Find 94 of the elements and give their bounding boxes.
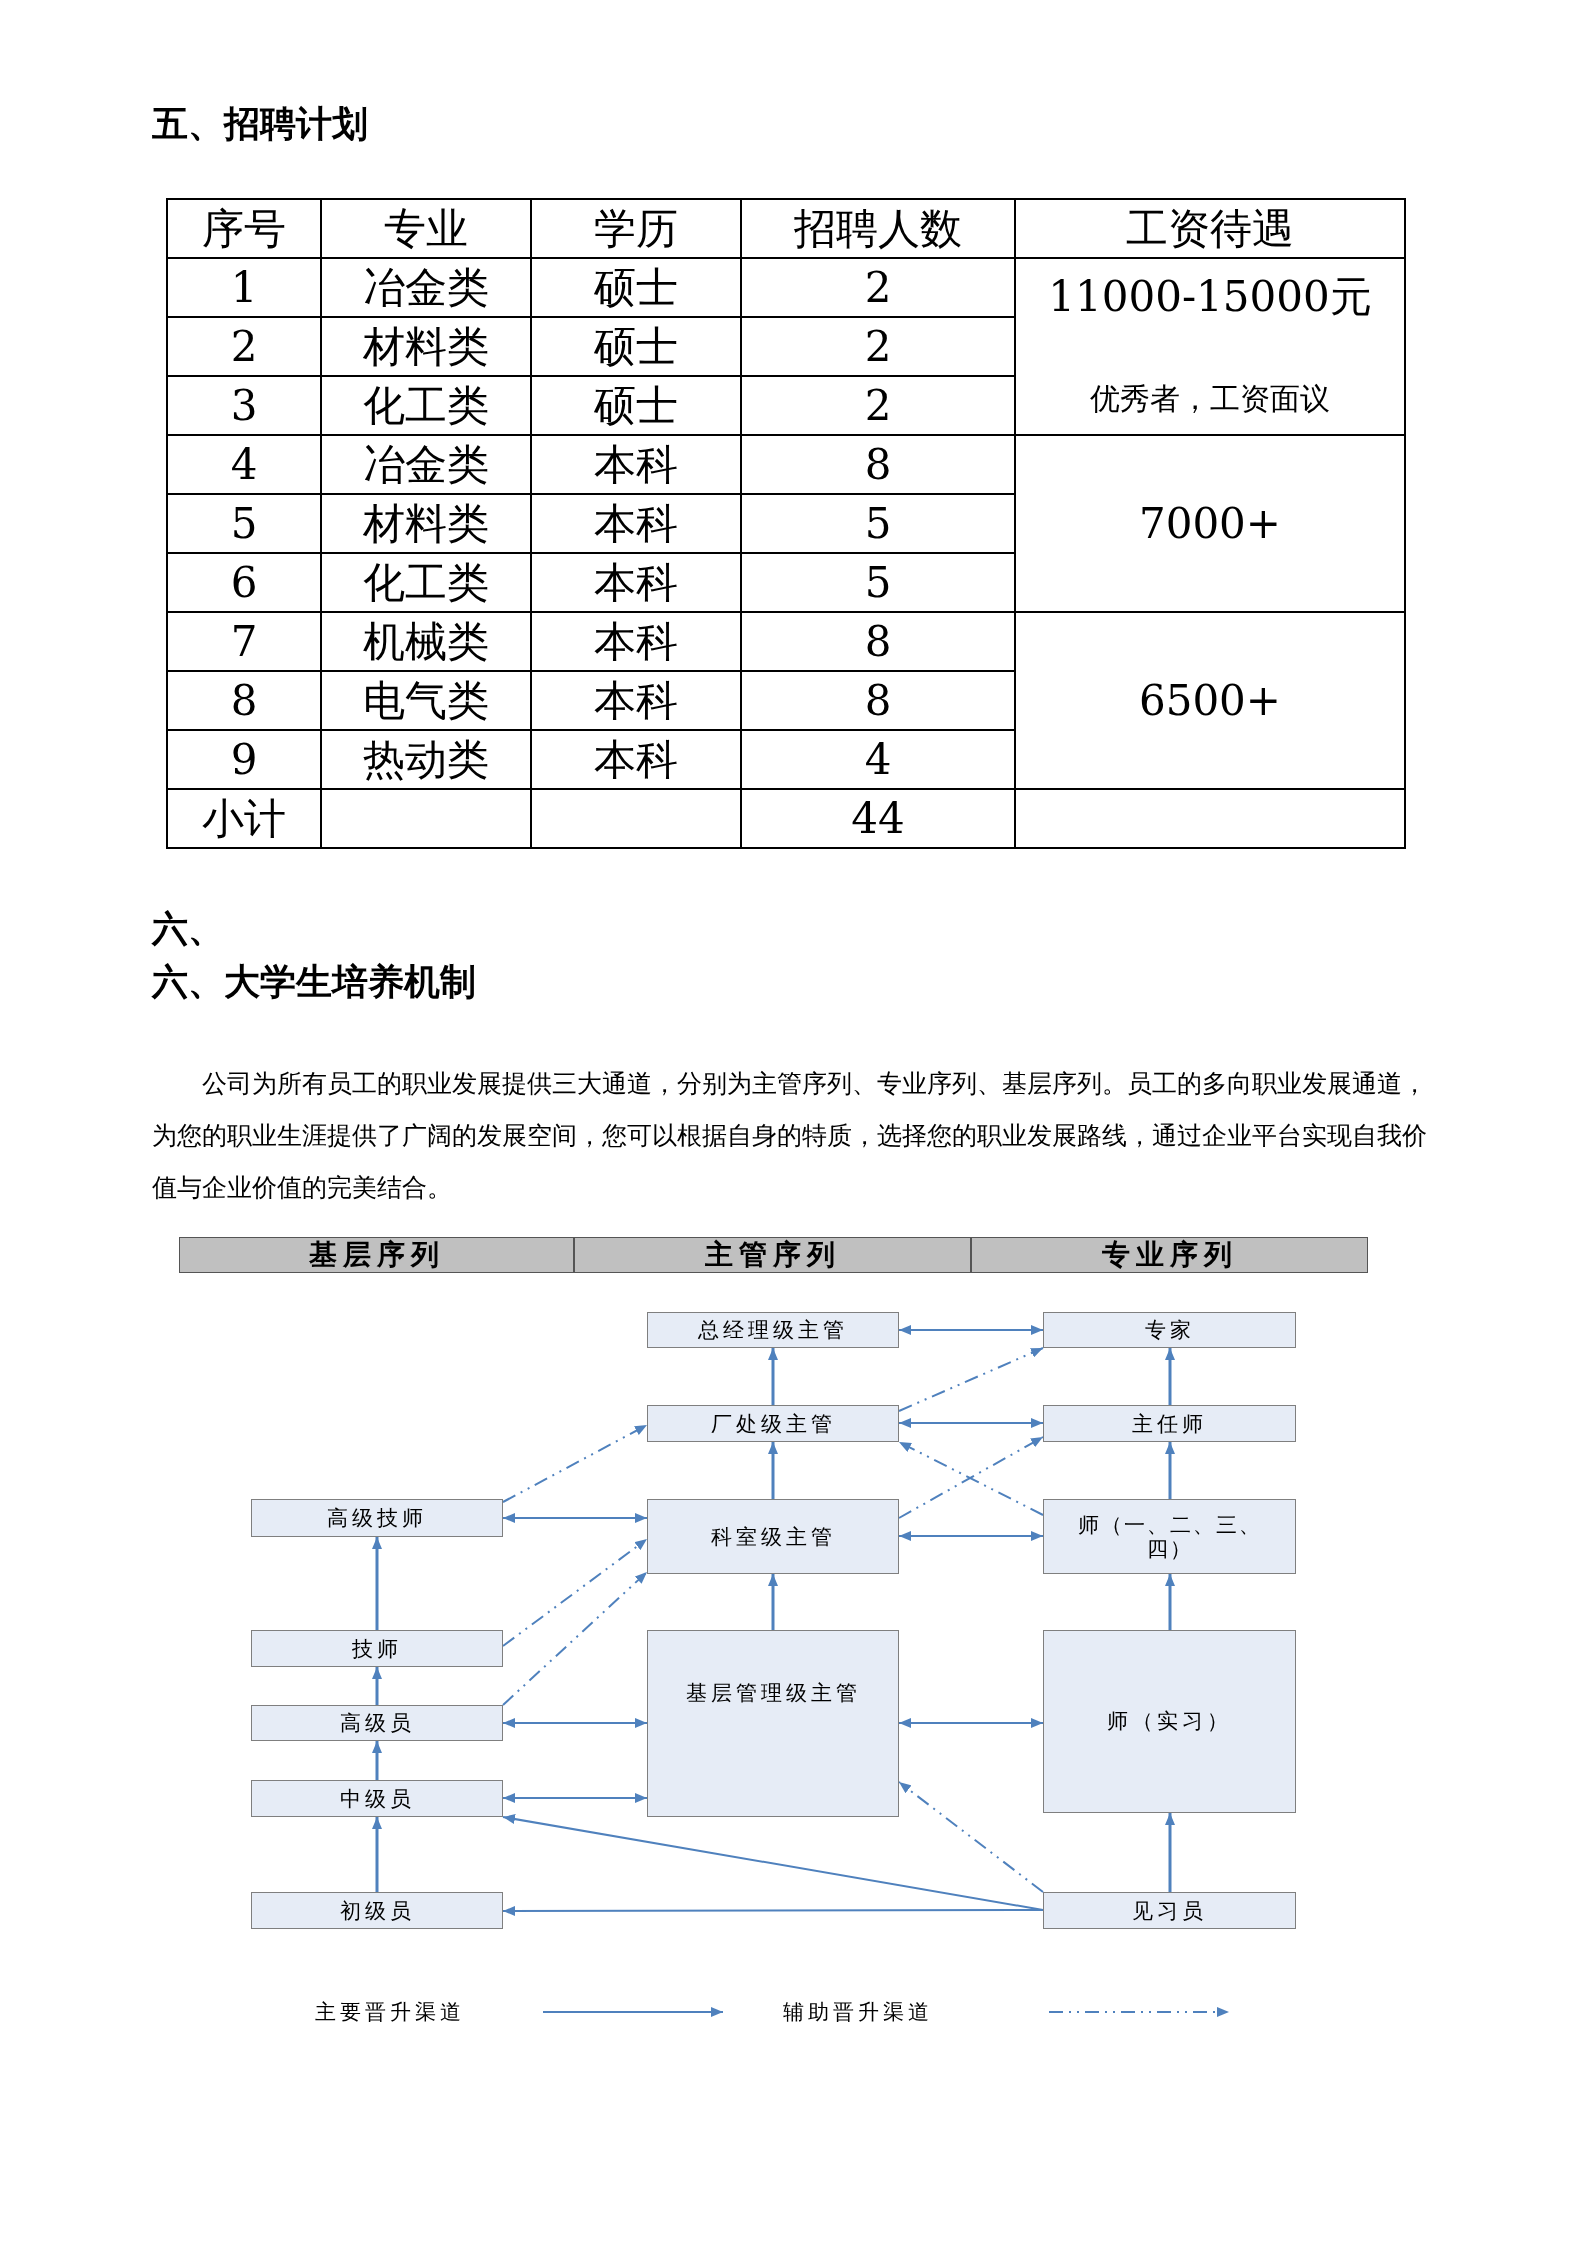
column-header: 序号: [202, 204, 286, 253]
double-arrow: [502, 1793, 648, 1803]
major-name: 电气类: [363, 676, 489, 725]
position-box: 专家: [1043, 1312, 1296, 1348]
serial-number: 2: [230, 322, 258, 371]
degree-name: 本科: [594, 617, 678, 666]
major-name: 冶金类: [363, 263, 489, 312]
position-box: 总经理级主管: [647, 1312, 899, 1348]
arrow: [768, 1348, 778, 1405]
degree-name: 本科: [594, 558, 678, 607]
column-header: 招聘人数: [794, 204, 962, 253]
headcount-number: 5: [864, 499, 892, 548]
arrow: [768, 1574, 778, 1630]
salary-text: 11000-15000元: [1047, 271, 1373, 323]
headcount-number: 2: [864, 263, 892, 312]
major-name: 化工类: [363, 381, 489, 430]
salary-text: 6500+: [1138, 676, 1282, 725]
serial-number: 6: [230, 558, 258, 607]
total-number: 44: [851, 794, 905, 843]
salary-text: 优秀者，工资面议: [1089, 380, 1331, 418]
serial-number: 4: [230, 440, 258, 489]
column-header: 工资待遇: [1126, 204, 1294, 253]
major-name: 冶金类: [363, 440, 489, 489]
position-box: 见习员: [1043, 1892, 1296, 1929]
position-box: 高级技师: [251, 1499, 503, 1537]
headcount-number: 2: [864, 322, 892, 371]
dashed-arrow: [502, 1538, 648, 1647]
arrow: [1165, 1574, 1175, 1630]
position-box: 基层管理级主管: [647, 1630, 899, 1817]
position-box: 高级员: [251, 1705, 503, 1741]
section-heading: 五、招聘计划: [152, 102, 368, 146]
position-box: 初级员: [251, 1892, 503, 1929]
double-arrow: [898, 1418, 1044, 1428]
column-header: 专业: [384, 204, 468, 253]
column-header: 学历: [594, 204, 678, 253]
position-box: 中级员: [251, 1780, 503, 1817]
degree-name: 硕士: [594, 263, 678, 312]
major-name: 化工类: [363, 558, 489, 607]
position-box: 师（一、二、三、四）: [1043, 1499, 1296, 1574]
degree-name: 本科: [594, 676, 678, 725]
arrow: [372, 1741, 382, 1780]
dashed-arrow: [898, 1347, 1044, 1412]
degree-name: 本科: [594, 440, 678, 489]
dashed-arrow: [898, 1781, 1044, 1893]
arrow: [1165, 1813, 1175, 1892]
degree-name: 硕士: [594, 322, 678, 371]
double-arrow: [502, 1718, 648, 1728]
position-box: 技师: [251, 1630, 503, 1667]
dashed-arrow: [502, 1571, 648, 1706]
serial-number: 7: [230, 617, 258, 666]
headcount-number: 2: [864, 381, 892, 430]
headcount-number: 8: [864, 676, 892, 725]
legend-label: 主要晋升渠道: [315, 1999, 465, 2026]
arrow: [372, 1667, 382, 1705]
serial-number: 8: [230, 676, 258, 725]
serial-number: 9: [230, 735, 258, 784]
arrow: [502, 1906, 1044, 1916]
serial-number: 1: [230, 263, 258, 312]
arrow: [768, 1442, 778, 1499]
headcount-number: 8: [864, 617, 892, 666]
major-name: 材料类: [363, 499, 489, 548]
position-box: 厂处级主管: [647, 1405, 899, 1442]
double-arrow: [898, 1718, 1044, 1728]
degree-name: 本科: [594, 735, 678, 784]
section-heading: 六、大学生培养机制: [152, 960, 476, 1004]
arrow: [372, 1817, 382, 1892]
legend-label: 辅助晋升渠道: [783, 1999, 933, 2026]
position-box: 科室级主管: [647, 1499, 899, 1574]
double-arrow: [898, 1531, 1044, 1541]
arrow: [372, 1537, 382, 1630]
headcount-number: 8: [864, 440, 892, 489]
arrow: [1165, 1442, 1175, 1499]
double-arrow: [502, 1513, 648, 1523]
position-box: 师（实习）: [1043, 1630, 1296, 1813]
headcount-number: 4: [864, 735, 892, 784]
column-header-bar: 基层序列: [179, 1237, 574, 1273]
degree-name: 本科: [594, 499, 678, 548]
double-arrow: [898, 1325, 1044, 1335]
body-paragraph: 公司为所有员工的职业发展提供三大通道，分别为主管序列、专业序列、基层序列。员工的多向职业发展通道，为您的职业生涯提供了广阔的发展空间，您可以根据自身的特质，选择您的职业发展路线，通过企业平台实现自我价值与企业价值的完美结合。: [152, 1068, 1428, 1204]
subtotal-label: 小计: [202, 794, 286, 843]
serial-number: 3: [230, 381, 258, 430]
major-name: 材料类: [363, 322, 489, 371]
major-name: 机械类: [363, 617, 489, 666]
degree-name: 硕士: [594, 381, 678, 430]
salary-text: 7000+: [1138, 499, 1282, 548]
arrow: [1165, 1348, 1175, 1405]
column-header-bar: 主管序列: [574, 1237, 971, 1273]
column-header-bar: 专业序列: [971, 1237, 1368, 1273]
headcount-number: 5: [864, 558, 892, 607]
dashed-arrow: [502, 1424, 648, 1503]
position-box: 主任师: [1043, 1405, 1296, 1442]
serial-number: 5: [230, 499, 258, 548]
major-name: 热动类: [363, 735, 489, 784]
section-heading: 六、: [152, 907, 224, 951]
